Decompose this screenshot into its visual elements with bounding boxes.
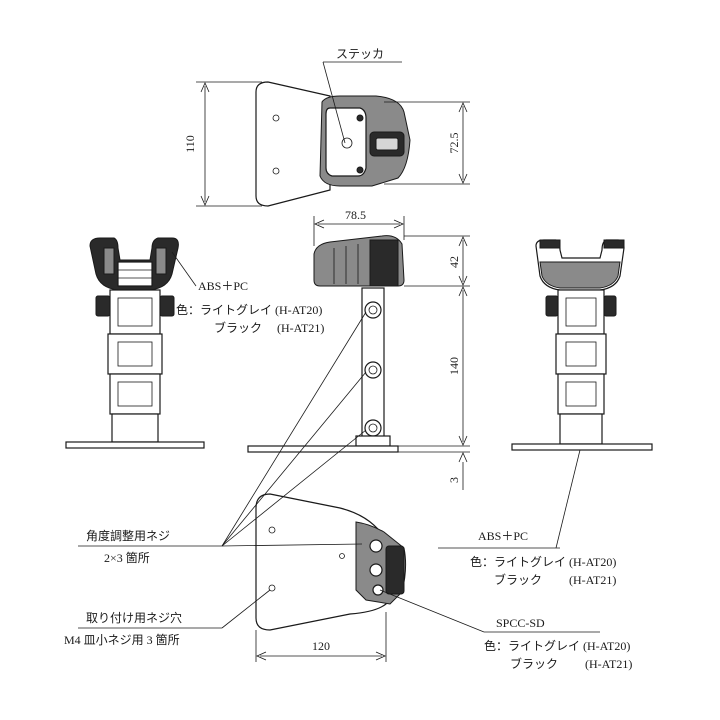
rear-view-arm-segment: [555, 333, 607, 375]
angle-screw-leader: [221, 371, 367, 547]
side-view-screw: [364, 361, 382, 379]
front-view-arm-segment: [109, 373, 161, 415]
bottom-view-hole: [268, 584, 276, 592]
right-material-label: ABS＋PC: [478, 529, 528, 543]
top-view-plate: [255, 81, 331, 207]
top-view-cradle-inner: [325, 107, 367, 177]
bottom-view-hole: [268, 526, 276, 534]
left-material-label: ABS＋PC: [198, 279, 248, 293]
front-view-cradle-side: [103, 247, 115, 275]
angle-screw-callout: 角度調整用ネジ 2×3 箇所: [78, 311, 367, 565]
side-view: 78.5 42 140 3: [247, 208, 470, 490]
left-material-leader: [171, 251, 197, 287]
angle-screw-leader: [221, 543, 363, 547]
dim-78-5-label: 78.5: [345, 208, 366, 222]
top-view-screw: [356, 114, 364, 122]
base-material-leader: [379, 589, 485, 633]
dim-72-5-label: 72.5: [447, 133, 461, 154]
dim-110-label: 110: [183, 135, 197, 153]
top-view: 110 72.5 ステッカ: [183, 47, 470, 207]
dim-140-label: 140: [447, 357, 461, 375]
angle-screw-leader: [221, 429, 367, 547]
bottom-view-screw: [369, 563, 383, 577]
mount-hole-callout: 取り付け用ネジ穴 M4 皿小ネジ用 3 箇所: [64, 589, 271, 647]
front-view-arm-segment: [111, 413, 159, 443]
top-view-hole: [272, 167, 280, 175]
sticker-leader: [322, 61, 346, 144]
front-view-knob-left: [95, 295, 111, 317]
sticker-label: ステッカ: [336, 47, 384, 61]
top-view-screw: [356, 166, 364, 174]
mount-hole-spec: M4 皿小ネジ用 3 箇所: [64, 633, 180, 647]
mount-hole-leader: [221, 589, 271, 629]
front-view-knob-right: [159, 295, 175, 317]
bottom-view-plate: [255, 493, 387, 631]
side-view-head-front: [369, 239, 399, 287]
side-view-base-plate: [247, 445, 399, 453]
rear-view: ABS＋PC 色：ライトグレイ (H-AT20) ブラック (H-AT21): [438, 239, 653, 587]
left-color-black: ブラック (H-AT21): [214, 320, 324, 335]
side-view-post-foot: [355, 435, 391, 447]
rear-view-arm-segment: [557, 373, 605, 415]
side-view-screw: [364, 301, 382, 319]
front-view: ABS＋PC 色：ライトグレイ (H-AT20) ブラック (H-AT21): [65, 237, 324, 449]
top-view-hole: [272, 114, 280, 122]
mount-hole-label: 取り付け用ネジ穴: [86, 610, 182, 625]
front-view-cradle-side: [155, 247, 167, 275]
bottom-view-screw: [369, 539, 383, 553]
side-view-screw: [364, 419, 382, 437]
right-material-leader: [555, 449, 581, 549]
angle-screw-leader: [221, 311, 367, 547]
front-view-arm-segment: [109, 289, 161, 335]
angle-screw-label: 角度調整用ネジ: [86, 528, 170, 543]
dim-42-label: 42: [447, 256, 461, 268]
rear-view-knob: [603, 295, 617, 317]
front-view-base-plate: [65, 441, 205, 449]
top-view-sticker-mark: [341, 137, 353, 149]
front-view-cradle-window: [117, 261, 153, 287]
rear-view-arm-segment: [557, 289, 605, 335]
bottom-view: 120 SPCC-SD 色：ライトグレイ (H-AT20) ブラック (H-AT…: [255, 493, 632, 671]
bottom-view-hole: [339, 553, 345, 559]
rear-view-arm-segment: [559, 413, 603, 445]
dim-120-label: 120: [312, 639, 330, 653]
front-view-arm-segment: [107, 333, 163, 375]
rear-view-base-plate: [511, 443, 653, 451]
base-material-label: SPCC-SD: [496, 616, 545, 630]
dim-3-label: 3: [447, 477, 461, 483]
left-color-gray: 色：ライトグレイ (H-AT20): [176, 303, 322, 317]
rear-view-knob: [545, 295, 559, 317]
right-color-gray: 色：ライトグレイ (H-AT20): [470, 555, 616, 569]
base-color-black: ブラック (H-AT21): [510, 656, 632, 671]
angle-screw-count: 2×3 箇所: [104, 551, 150, 565]
top-view-clamp-inner: [375, 137, 399, 151]
right-color-black: ブラック (H-AT21): [494, 572, 616, 587]
base-color-gray: 色：ライトグレイ (H-AT20): [484, 639, 630, 653]
bottom-view-screw: [372, 584, 384, 596]
